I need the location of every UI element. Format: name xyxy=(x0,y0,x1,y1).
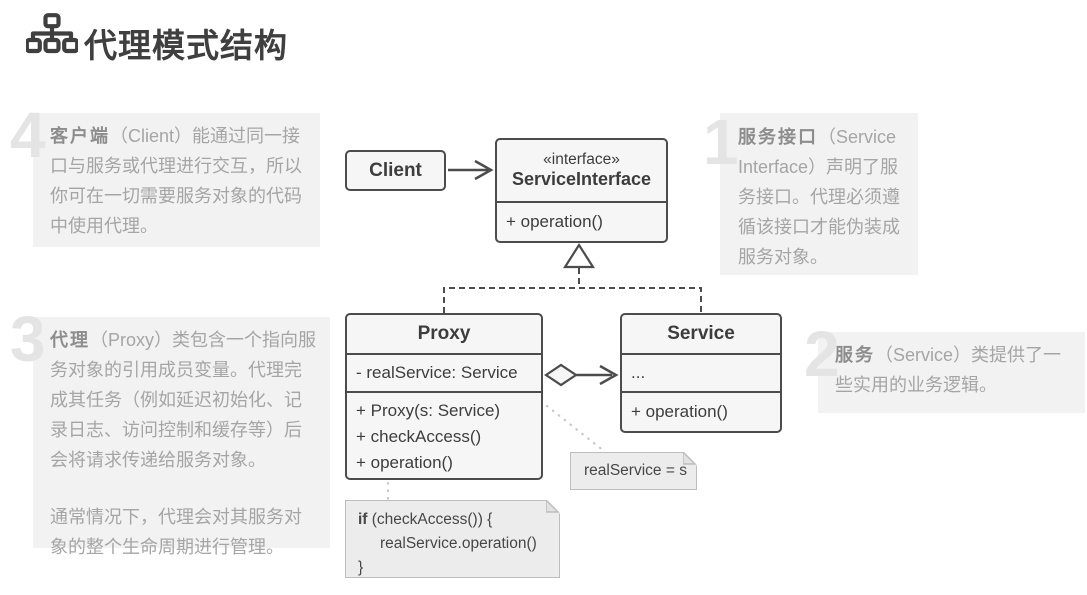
class-service-name: Service xyxy=(667,323,735,344)
annotation-client: 4 客户端（Client）能通过同一接口与服务或代理进行交互，所以你可在一切需要… xyxy=(10,103,320,247)
folded-corner-icon xyxy=(545,499,561,515)
client-association-arrow xyxy=(448,159,494,181)
annotation-heading-service-interface: 服务接口 xyxy=(738,127,818,147)
class-service-interface-name: ServiceInterface xyxy=(511,169,652,189)
class-proxy: Proxy - realService: Service + Proxy(s: … xyxy=(345,313,543,480)
code-line-3: } xyxy=(358,559,364,576)
assignment-note-text: realService = s xyxy=(584,462,687,479)
annotation-number-1: 1 xyxy=(703,106,739,178)
interface-stereotype: «interface» xyxy=(543,151,620,168)
annotation-body-service: （Service）类提供了一些实用的业务逻辑。 xyxy=(835,345,1062,395)
class-client: Client xyxy=(345,150,446,191)
annotation-body-client: （Client）能通过同一接口与服务或代理进行交互，所以你可在一切需要服务对象的… xyxy=(50,126,302,236)
code-line-2: realService.operation() xyxy=(380,535,537,552)
assignment-note: realService = s xyxy=(570,451,698,490)
code-line-1: if (checkAccess()) { xyxy=(358,511,493,528)
aggregation-diamond-icon xyxy=(544,363,578,387)
annotation-number-4: 4 xyxy=(10,99,46,171)
realization-dashed-lines xyxy=(443,268,702,313)
code-note: if (checkAccess()) { realService.operati… xyxy=(345,499,561,578)
class-client-name: Client xyxy=(369,159,422,181)
class-service-interface: «interface» ServiceInterface + operation… xyxy=(495,138,668,243)
class-proxy-name: Proxy xyxy=(417,323,471,344)
annotation-service: 2 服务（Service）类提供了一些实用的业务逻辑。 xyxy=(804,322,1085,413)
page-title: 代理模式结构 xyxy=(84,27,288,64)
annotation-heading-service: 服务 xyxy=(835,345,875,365)
annotation-body2-proxy: 通常情况下，代理会对其服务对象的整个生命周期进行管理。 xyxy=(50,507,302,558)
annotation-service-interface: 1 服务接口（Service Interface）声明了服务接口。代理必须遵循该… xyxy=(703,110,918,275)
annotation-body-proxy: （Proxy）类包含一个指向服务对象的引用成员变量。代理完成其任务（例如延迟初始… xyxy=(50,330,317,470)
annotation-proxy: 3 代理（Proxy）类包含一个指向服务对象的引用成员变量。代理完成其任务（例如… xyxy=(10,307,330,557)
proxy-attributes: - realService: Service xyxy=(347,353,541,391)
aggregation-arrow xyxy=(544,363,619,387)
realization-triangle-icon xyxy=(562,242,596,269)
org-chart-icon xyxy=(26,13,78,54)
class-service: Service ... + operation() xyxy=(620,313,782,433)
service-methods: + operation() xyxy=(622,391,780,431)
annotation-number-3: 3 xyxy=(10,303,46,375)
annotation-body-service-interface: （Service Interface）声明了服务接口。代理必须遵循该接口才能伪装… xyxy=(738,127,900,267)
annotation-heading-client: 客户端 xyxy=(50,126,110,146)
proxy-methods: + Proxy(s: Service) + checkAccess() + op… xyxy=(347,391,541,478)
service-interface-methods: + operation() xyxy=(497,201,666,241)
service-attributes: ... xyxy=(622,353,780,391)
annotation-number-2: 2 xyxy=(804,318,840,390)
folded-corner-icon xyxy=(682,451,698,467)
annotation-heading-proxy: 代理 xyxy=(50,330,90,350)
